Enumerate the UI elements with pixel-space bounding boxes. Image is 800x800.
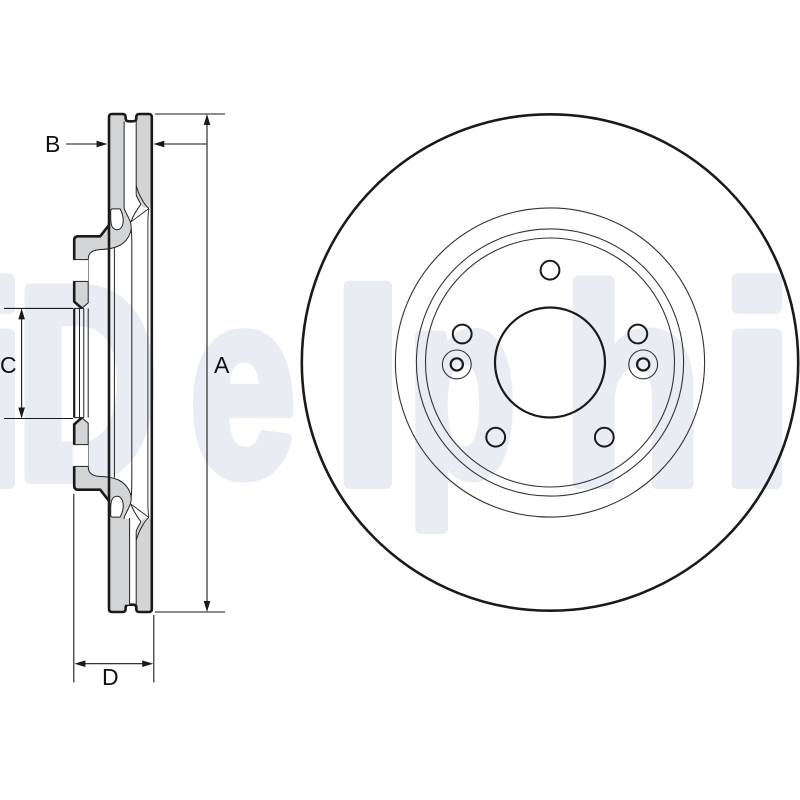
setscrew-hole [636,357,651,372]
arrowhead-a-top [203,114,211,125]
watermark-text: i D e l p h i [0,223,800,549]
arrowhead-d-left [74,660,86,667]
centre-bore [493,306,607,419]
label-a: A [214,352,230,378]
bolt-hole [593,426,615,448]
setscrew-hole [449,357,464,372]
bottom-vane-fill [123,519,130,605]
setscrew-hole-ring [628,349,659,380]
arrowhead-b-right [153,140,165,148]
label-b: B [45,131,60,157]
label-d: D [102,664,119,690]
setscrew-holes [441,349,659,380]
bolt-hole [451,323,473,345]
bolt-hole [539,259,561,281]
front-view [300,113,800,612]
dimensions [4,113,225,683]
hub-step-circle [424,237,676,488]
watermark-letter-i: i [718,229,796,543]
dimension-b [66,140,207,148]
arrowhead-c-top [18,308,25,320]
setscrew-hole-ring [441,349,472,380]
bolt-holes [451,259,649,448]
watermark-letter-h: h [562,231,704,542]
watermark-letter-e: e [190,240,296,530]
dimension-d [73,494,155,683]
hat-circle [394,207,706,518]
arrowhead-a-bottom [203,601,211,612]
dimension-a [155,113,225,613]
label-c: C [0,352,17,378]
mount-face-circle [415,228,685,497]
arrowhead-c-bottom [18,407,25,419]
arrowhead-d-right [142,660,154,667]
arrowhead-b-left [96,140,108,148]
watermark-letter-p: p [407,240,516,531]
section-view [71,112,154,614]
bolt-hole [485,426,507,448]
bolt-hole [627,323,649,345]
dimension-c [4,307,73,420]
outer-circle [300,113,800,612]
